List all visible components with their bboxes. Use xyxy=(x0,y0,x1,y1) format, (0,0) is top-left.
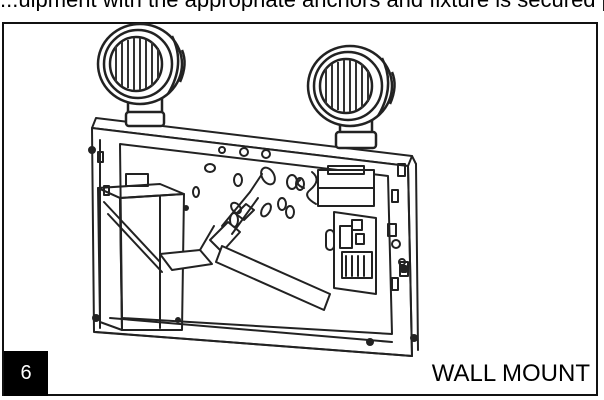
step-caption: WALL MOUNT xyxy=(431,360,590,387)
instruction-panel xyxy=(2,22,598,396)
step-number-badge: 6 xyxy=(4,351,48,396)
cropped-instruction-text: ...uipment with the appropriate anchors … xyxy=(0,0,604,11)
